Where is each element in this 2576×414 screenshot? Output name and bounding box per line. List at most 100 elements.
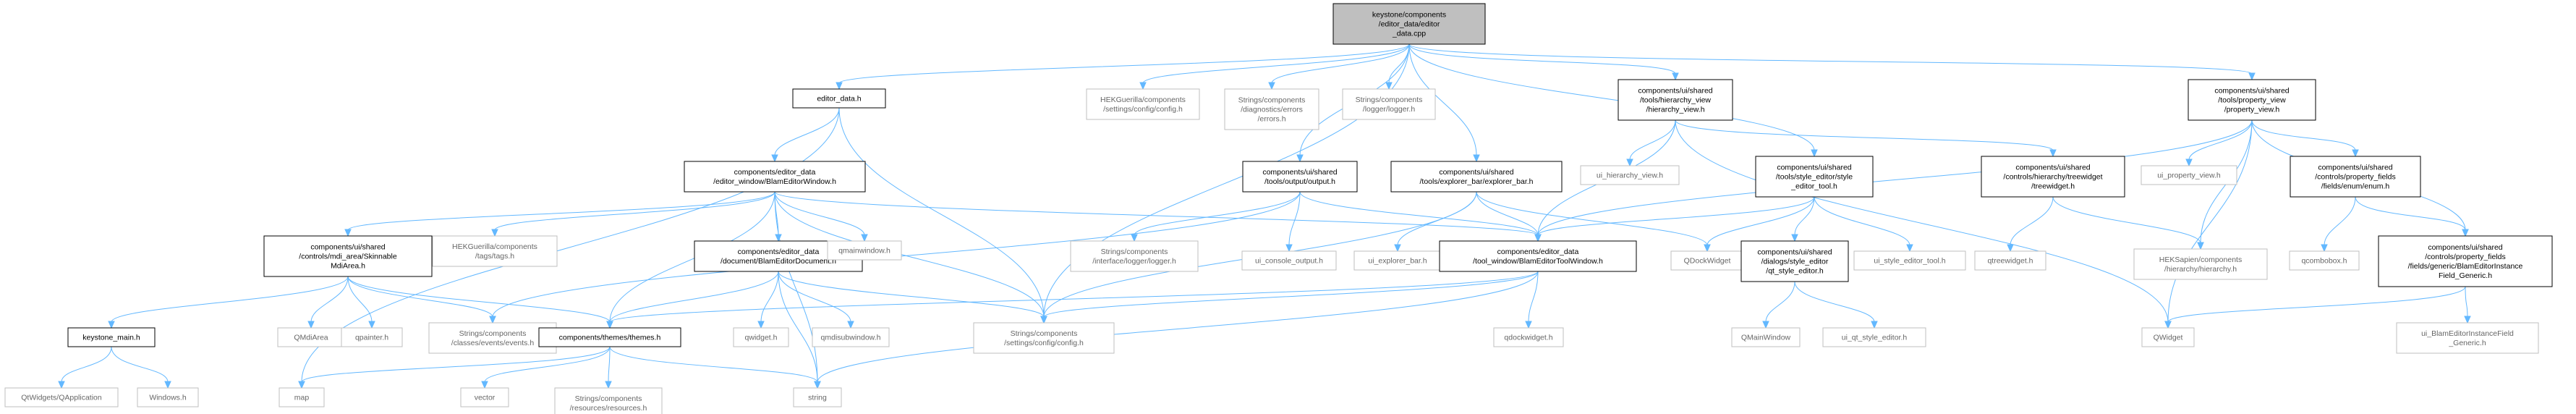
node-label-line: /resources/resources.h	[570, 404, 647, 413]
graph-node-output-h[interactable]: components/ui/shared/tools/output/output…	[1242, 161, 1358, 193]
node-label-line: map	[294, 394, 310, 402]
node-label-line: HEKGuerilla/components	[452, 242, 537, 251]
edge-arrowhead	[2197, 242, 2204, 250]
node-box	[2396, 322, 2539, 354]
node-label-line: /fields/generic/BlamEditorInstance	[2408, 262, 2523, 271]
edge-arrowhead	[771, 154, 778, 163]
edge-arrowhead	[1704, 244, 1711, 253]
node-label-line: Strings/components	[459, 329, 527, 338]
dependency-edge	[2167, 286, 2466, 323]
node-box	[1670, 250, 1744, 271]
graph-node-themes-h[interactable]: components/themes/themes.h	[538, 327, 681, 347]
edge-arrowhead	[775, 234, 782, 242]
node-label-line: /editor_window/BlamEditorWindow.h	[713, 177, 836, 186]
node-box	[1981, 156, 2125, 198]
edge-arrowhead	[108, 321, 115, 329]
graph-node-qwidget-cap: QWidget	[2141, 327, 2195, 347]
graph-node-ui-property-view: ui_property_view.h	[2141, 165, 2237, 185]
node-label-line: QMdiArea	[294, 334, 328, 342]
node-label-line: /controls/hierarchy/treewidget	[2003, 173, 2102, 182]
node-layer: keystone/components/editor_data/editor_d…	[4, 3, 2553, 414]
dependency-edge	[608, 346, 611, 383]
node-box	[1618, 79, 1733, 121]
node-label-line: components/ui/shared	[1777, 164, 1851, 172]
graph-node-blam-editor-window[interactable]: components/editor_data/editor_window/Bla…	[684, 161, 866, 193]
graph-node-blam-instance-field[interactable]: components/ui/shared/controls/property_f…	[2378, 235, 2553, 287]
edge-arrowhead	[2185, 159, 2193, 167]
edge-arrowhead	[1131, 234, 1138, 242]
node-box	[341, 327, 403, 347]
graph-node-treewidget-h[interactable]: components/ui/shared/controls/hierarchy/…	[1981, 156, 2125, 198]
node-label-line: components/editor_data	[738, 248, 820, 256]
node-label-line: QWidget	[2154, 334, 2183, 342]
node-label-line: /tags/tags.h	[475, 252, 514, 261]
node-box	[137, 387, 199, 407]
graph-node-property-view[interactable]: components/ui/shared/tools/property_view…	[2188, 79, 2316, 121]
node-label-line: /controls/property_fields	[2425, 253, 2505, 261]
node-label-line: qdockwidget.h	[1504, 334, 1552, 342]
edge-arrowhead	[491, 229, 498, 237]
graph-node-qcombobox-h: qcombobox.h	[2289, 250, 2360, 271]
graph-node-style-editor-tool[interactable]: components/ui/shared/tools/style_editor/…	[1755, 156, 1874, 198]
graph-node-skinnable-mdi[interactable]: components/ui/shared/controls/mdi_area/S…	[263, 235, 433, 277]
edge-arrowhead	[1296, 154, 1304, 163]
edge-arrowhead	[307, 321, 315, 329]
graph-node-hierarchy-view[interactable]: components/ui/shared/tools/hierarchy_vie…	[1618, 79, 1733, 121]
edge-arrowhead	[605, 381, 612, 389]
node-label-line: components/ui/shared	[2318, 164, 2392, 172]
graph-node-qmdisubwindow-h: qmdisubwindow.h	[812, 327, 890, 347]
dependency-edge	[2167, 119, 2253, 323]
dependency-edge	[774, 191, 865, 236]
graph-node-explorer-bar[interactable]: components/ui/shared/tools/explorer_bar/…	[1390, 161, 1563, 193]
node-label-line: /dialogs/style_editor	[1761, 258, 1829, 266]
node-box	[279, 387, 325, 407]
graph-node-ui-qt-style-editor: ui_qt_style_editor.h	[1822, 327, 1926, 347]
edge-arrowhead	[2462, 229, 2469, 237]
dependency-edge	[1476, 191, 1708, 246]
graph-node-enum-h[interactable]: components/ui/shared/controls/property_f…	[2290, 156, 2421, 198]
node-box	[1242, 161, 1358, 193]
graph-node-strings-interface-logger: Strings/components/interface/logger/logg…	[1070, 240, 1199, 272]
node-label-line: components/ui/shared	[2015, 164, 2090, 172]
graph-node-editor-data-h[interactable]: editor_data.h	[792, 88, 886, 109]
graph-node-blam-editor-tool-window[interactable]: components/editor_data/tool_window/BlamE…	[1439, 240, 1637, 272]
node-label-line: qtreewidget.h	[1987, 257, 2033, 266]
graph-node-qt-style-editor[interactable]: components/ui/shared/dialogs/style_edito…	[1740, 240, 1849, 282]
graph-node-strings-events: Strings/components/classes/events/events…	[428, 322, 557, 354]
edge-arrowhead	[1473, 154, 1480, 163]
node-label-line: Strings/components	[1238, 96, 1306, 105]
graph-node-blam-editor-document[interactable]: components/editor_data/document/BlamEdit…	[694, 240, 863, 272]
dependency-edge	[1537, 196, 1815, 236]
graph-node-keystone-main[interactable]: keystone_main.h	[67, 327, 156, 347]
dependency-edge	[1271, 43, 1410, 84]
dependency-edge	[1134, 191, 1301, 236]
dependency-edge	[609, 271, 1539, 323]
node-box	[793, 387, 842, 407]
dependency-edge	[817, 271, 1539, 383]
edge-arrowhead	[1385, 82, 1393, 90]
node-label-line: /settings/config/config.h	[1004, 339, 1084, 347]
node-label-line: components/ui/shared	[2214, 87, 2289, 96]
dependency-edge	[1408, 43, 1676, 75]
node-box	[2378, 235, 2553, 287]
dependency-edge	[1142, 43, 1410, 84]
node-box	[428, 322, 557, 354]
node-label-line: /tools/output/output.h	[1264, 177, 1335, 186]
dependency-edge	[2010, 196, 2054, 246]
node-box	[277, 327, 345, 347]
graph-node-ui-console-output: ui_console_output.h	[1241, 250, 1337, 271]
edge-arrowhead	[1791, 234, 1798, 242]
node-label-line: QtWidgets/QApplication	[21, 394, 102, 402]
graph-node-hek-tags: HEKGuerilla/components/tags/tags.h	[432, 235, 558, 267]
node-label-line: /controls/property_fields	[2315, 173, 2395, 182]
node-box	[538, 327, 681, 347]
node-label-line: MdiArea.h	[331, 262, 365, 271]
graph-node-strings-resources: Strings/components/resources/resources.h	[554, 387, 663, 414]
node-label-line: Strings/components	[1101, 248, 1168, 256]
node-box	[263, 235, 433, 277]
node-box	[67, 327, 156, 347]
graph-node-root[interactable]: keystone/components/editor_data/editor_d…	[1332, 3, 1486, 45]
node-label-line: _data.cpp	[1392, 30, 1426, 38]
graph-node-vector: vector	[460, 387, 509, 407]
node-label-line: ui_qt_style_editor.h	[1842, 334, 1908, 342]
